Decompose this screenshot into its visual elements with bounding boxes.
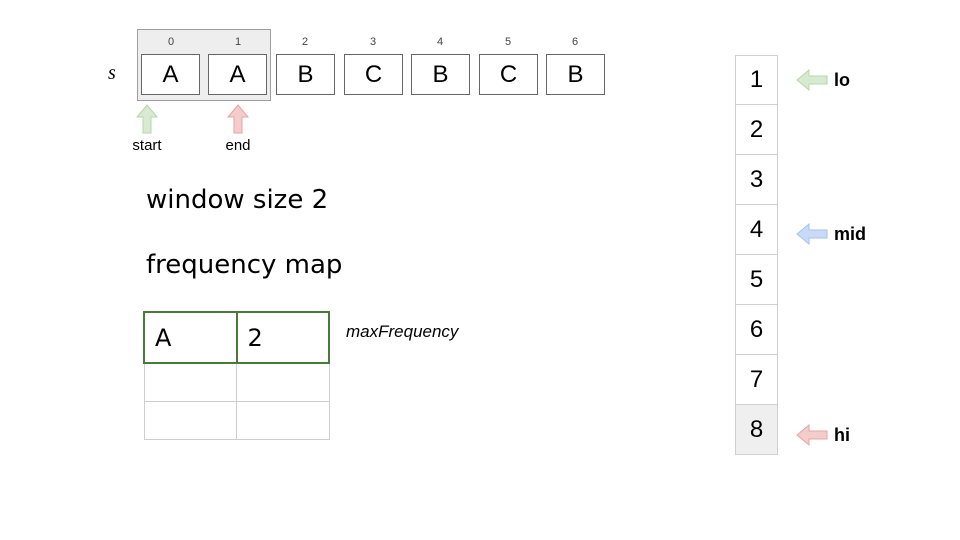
table-cell-count [236,400,330,440]
bs-cell: 5 [735,255,778,305]
table-cell-key [143,362,237,402]
table-cell-count: 2 [235,311,330,364]
index-label: 6 [571,36,579,48]
start-pointer-label: start [132,137,162,154]
lo-pointer: lo [796,68,850,92]
table-row [143,400,330,440]
index-label: 4 [436,36,444,48]
char-cell: B [276,54,335,95]
table-row [143,362,330,402]
char-cell: C [479,54,538,95]
index-label: 1 [234,36,242,48]
index-label: 3 [369,36,377,48]
end-pointer-label: end [225,137,251,154]
index-label: 0 [167,36,175,48]
bs-cell: 6 [735,305,778,355]
hi-pointer: hi [796,423,850,447]
max-frequency-label: maxFrequency [346,322,459,341]
string-name-label: s [108,62,116,84]
char-cell: C [344,54,403,95]
frequency-table: A 2 [143,311,330,440]
char-cell: A [208,54,267,95]
index-label: 5 [504,36,512,48]
table-cell-key [143,400,237,440]
mid-label: mid [834,223,867,244]
hi-label: hi [834,424,850,445]
bs-cell: 8 [735,405,778,455]
bs-cell: 2 [735,105,778,155]
end-arrow-icon [226,104,250,134]
start-arrow-icon [135,104,159,134]
table-cell-key: A [143,311,238,364]
lo-label: lo [834,69,850,90]
char-cell: A [141,54,200,95]
mid-pointer: mid [796,222,866,246]
frequency-map-title: frequency map [146,250,343,280]
char-cell: B [546,54,605,95]
bs-cell: 1 [735,55,778,105]
table-cell-count [236,362,330,402]
lo-arrow-icon [796,69,828,91]
window-size-text: window size 2 [146,185,329,215]
mid-arrow-icon [796,223,828,245]
hi-arrow-icon [796,424,828,446]
index-label: 2 [301,36,309,48]
char-cell: B [411,54,470,95]
bs-cell: 3 [735,155,778,205]
bs-cell: 4 [735,205,778,255]
bs-cell: 7 [735,355,778,405]
binary-search-column: 1 2 3 4 5 6 7 8 [735,55,778,455]
table-row: A 2 [143,311,330,364]
